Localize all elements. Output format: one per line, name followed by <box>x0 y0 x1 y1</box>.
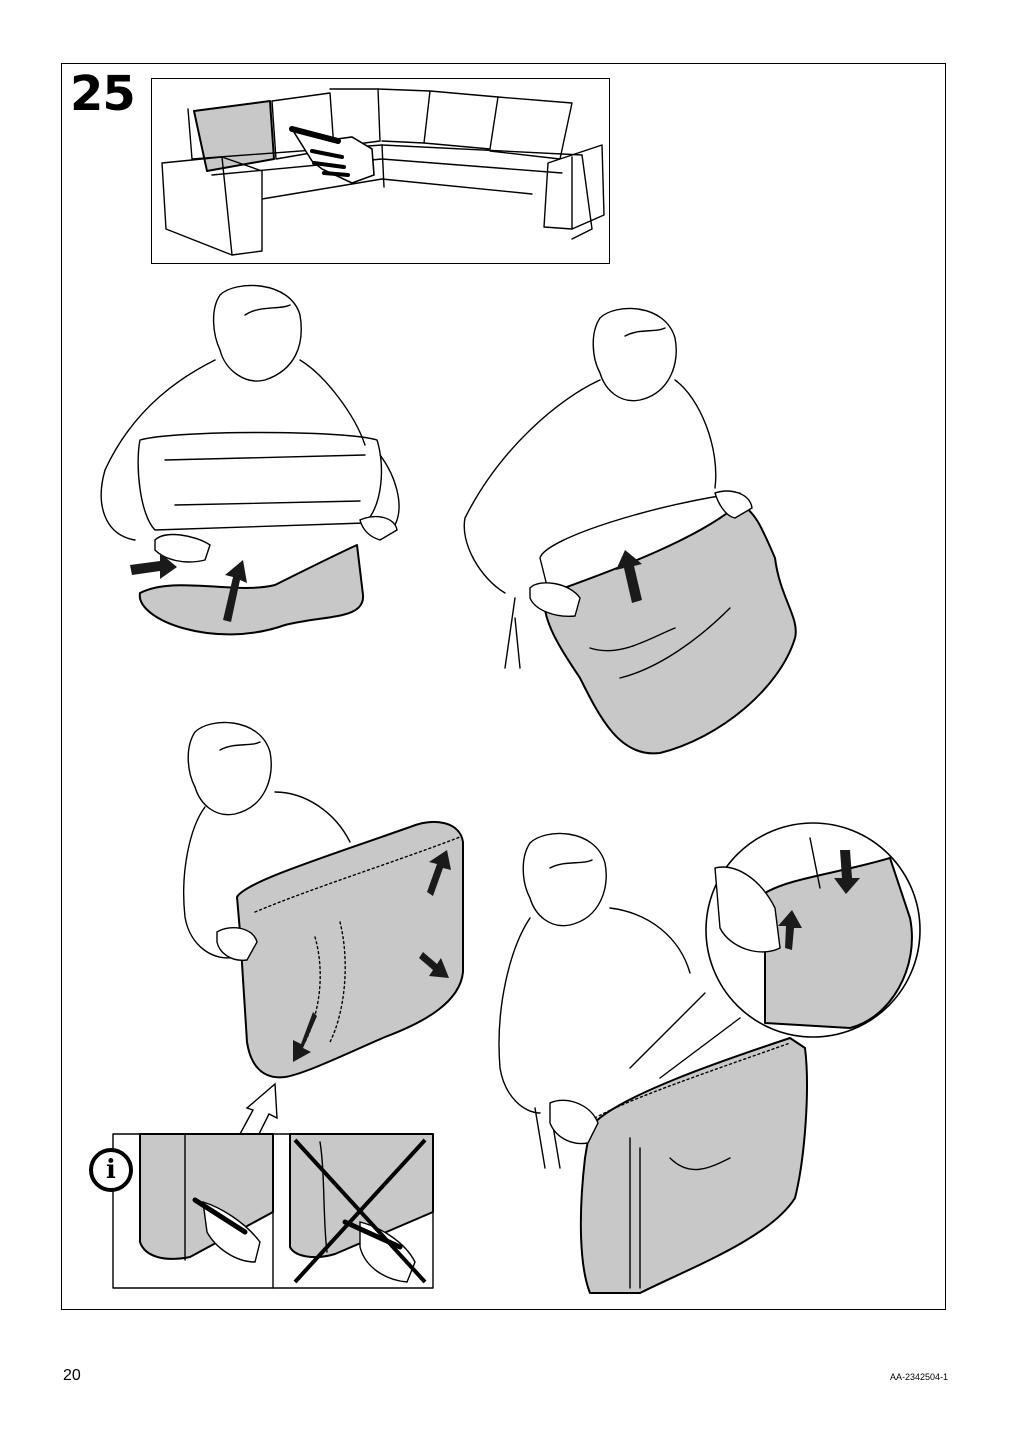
arrow-icon <box>293 1012 317 1062</box>
highlighted-back-cushion <box>193 100 275 172</box>
corner-sofa-illustration <box>161 88 605 256</box>
arrow-icon <box>834 850 860 894</box>
arrow-icon <box>223 560 247 622</box>
step-number: 25 <box>70 66 136 122</box>
arrow-icon <box>419 952 449 978</box>
pointing-hand-icon <box>289 126 375 184</box>
arrow-icon <box>238 1082 278 1139</box>
cushion-cover <box>579 1037 808 1294</box>
arrow-icon <box>130 553 177 579</box>
arrow-icon <box>427 850 451 896</box>
cross-out-icon <box>293 1138 427 1284</box>
illustration-step-a <box>95 275 415 655</box>
instruction-frame <box>61 63 946 1310</box>
cushion-cover <box>236 821 464 1079</box>
arrow-icon <box>778 910 802 950</box>
page-number: 20 <box>63 1367 81 1384</box>
arrow-icon <box>616 550 642 603</box>
info-callout: i <box>89 1082 435 1292</box>
illustration-step-b <box>460 298 810 768</box>
illustration-step-c <box>175 712 475 1087</box>
cushion-cover <box>543 502 797 755</box>
overview-sofa-panel <box>151 78 610 264</box>
info-symbol: i <box>106 1155 116 1185</box>
illustration-step-d <box>490 798 930 1303</box>
document-id: AA-2342504-1 <box>889 1372 948 1382</box>
info-icon: i <box>89 1148 133 1192</box>
